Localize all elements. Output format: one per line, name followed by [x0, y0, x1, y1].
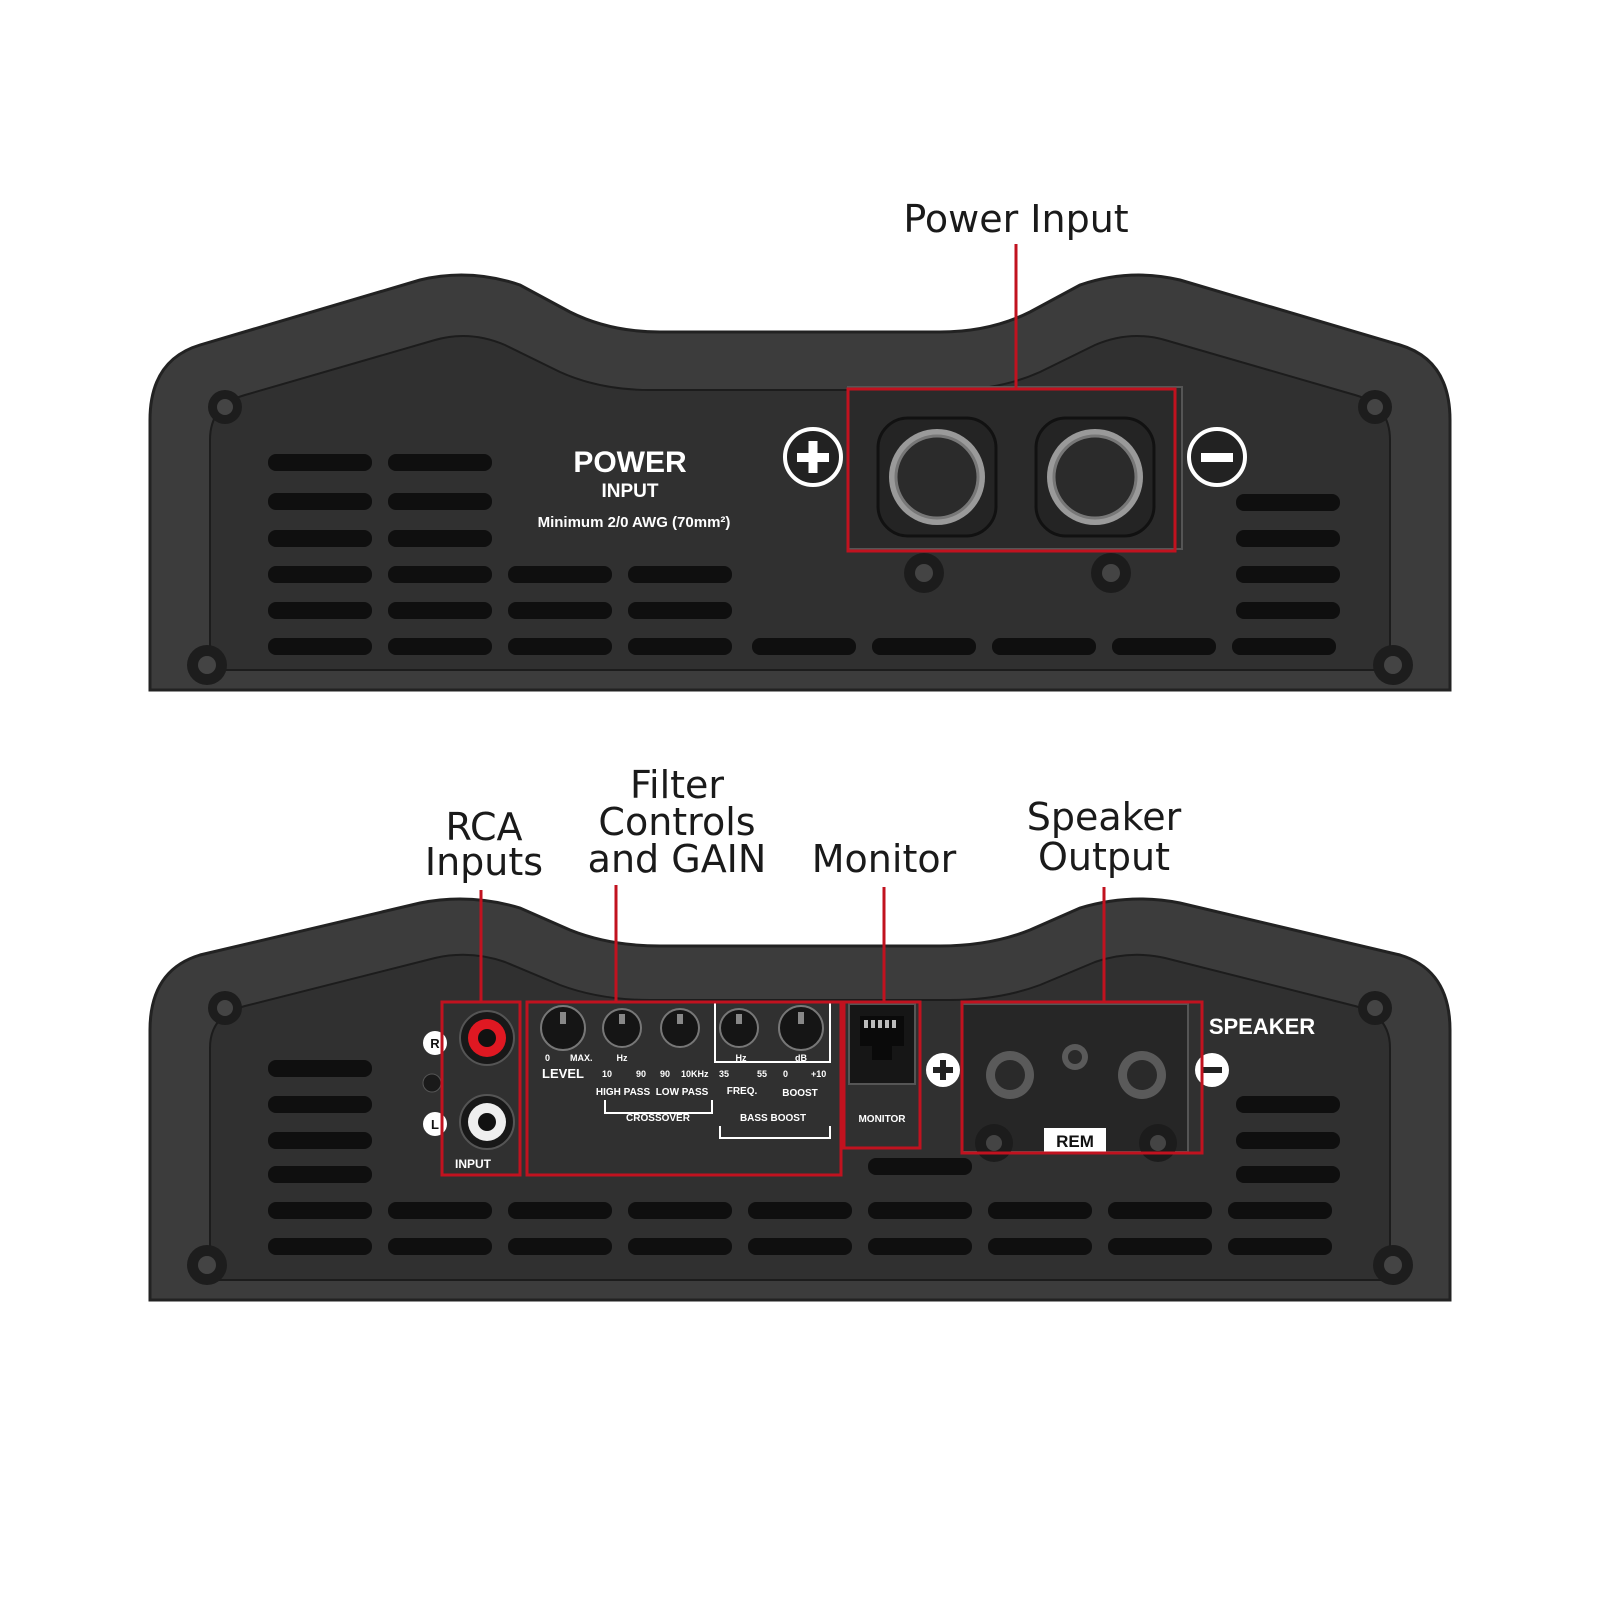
input-label: INPUT: [455, 1157, 492, 1171]
hp-hz-unit: Hz: [617, 1053, 628, 1063]
top-vents-left: [268, 454, 1336, 655]
power-input-highlight-box: [846, 387, 1177, 553]
db-unit: dB: [795, 1053, 807, 1063]
minus-icon: [1187, 427, 1247, 487]
level-max: MAX.: [570, 1053, 593, 1063]
speaker-plus-icon: [926, 1053, 960, 1087]
top-amplifier: POWER INPUT Minimum 2/0 AWG (70mm²): [148, 197, 1452, 692]
bass-boost-label: BASS BOOST: [740, 1113, 806, 1124]
bottom-vents: [268, 1060, 1340, 1255]
monitor-highlight-box: [842, 1000, 922, 1150]
boost-max: +10: [811, 1069, 826, 1079]
speaker-callout-line1: Speaker: [1027, 795, 1182, 839]
low-pass-knob[interactable]: [660, 1008, 700, 1048]
speaker-callout-line2: Output: [1038, 835, 1170, 879]
speaker-screw-right: [1139, 1124, 1177, 1162]
bottom-screw-br: [1373, 1245, 1413, 1285]
hp-min: 10: [602, 1069, 612, 1079]
rem-terminal: [1062, 1044, 1088, 1070]
bass-boost-knob[interactable]: [778, 1005, 824, 1051]
freq-label: FREQ.: [727, 1086, 758, 1097]
bottom-screw-bl: [187, 1245, 227, 1285]
speaker-minus-icon: [1195, 1053, 1229, 1087]
rca-callout-line1: RCA: [445, 805, 522, 849]
rca-input-left[interactable]: [459, 1094, 515, 1150]
top-screw-tr: [1358, 390, 1392, 424]
top-screw-tl: [208, 390, 242, 424]
top-screw-bl: [187, 645, 227, 685]
top-vents-right: [1236, 494, 1340, 619]
crossover-label: CROSSOVER: [626, 1113, 691, 1124]
lp-max: 10KHz: [681, 1069, 709, 1079]
speaker-highlight-box: [960, 1000, 1204, 1155]
led-indicator: [422, 1073, 442, 1093]
bottom-screw-tr: [1358, 991, 1392, 1025]
hp-max: 90: [636, 1069, 646, 1079]
plus-icon: [783, 427, 843, 487]
power-input-callout: Power Input: [903, 197, 1128, 241]
lp-min: 90: [660, 1069, 670, 1079]
boost-min: 0: [783, 1069, 788, 1079]
freq-max: 55: [757, 1069, 767, 1079]
speaker-terminal-negative: [1118, 1051, 1166, 1099]
level-min: 0: [545, 1053, 550, 1063]
filter-callout-line1: Filter: [630, 763, 724, 807]
top-power-label: POWER: [573, 446, 687, 479]
rca-l-label: L: [431, 1117, 439, 1132]
high-pass-knob[interactable]: [602, 1008, 642, 1048]
rca-callout-line2: Inputs: [425, 840, 543, 884]
filter-highlight-box: [525, 1000, 843, 1177]
top-wire-spec: Minimum 2/0 AWG (70mm²): [538, 514, 731, 531]
power-terminal-positive: [876, 416, 998, 538]
bass-freq-knob[interactable]: [719, 1008, 759, 1048]
monitor-callout: Monitor: [812, 837, 957, 881]
top-terminal-screw-left: [904, 553, 944, 593]
level-label: LEVEL: [542, 1066, 584, 1081]
boost-label: BOOST: [782, 1088, 818, 1099]
filter-callout-line3: and GAIN: [588, 837, 767, 881]
rem-label: REM: [1056, 1132, 1094, 1151]
freq-min: 35: [719, 1069, 729, 1079]
bottom-amplifier: R L INPUT 0 MAX. LEVEL Hz 10 90 90 10KHz…: [148, 763, 1452, 1302]
rca-input-right[interactable]: [459, 1010, 515, 1066]
filter-callout-line2: Controls: [598, 800, 755, 844]
freq-hz-unit: Hz: [736, 1053, 747, 1063]
level-knob[interactable]: [540, 1005, 586, 1051]
bottom-screw-tl: [208, 991, 242, 1025]
rem-badge: [1044, 1128, 1106, 1152]
rca-r-label: R: [430, 1036, 440, 1051]
speaker-screw-left: [975, 1124, 1013, 1162]
high-pass-label: HIGH PASS: [596, 1087, 651, 1098]
monitor-label: MONITOR: [858, 1114, 906, 1125]
top-terminal-screw-right: [1091, 553, 1131, 593]
top-input-label: INPUT: [602, 481, 659, 502]
speaker-label: SPEAKER: [1209, 1014, 1315, 1039]
monitor-port[interactable]: [848, 1003, 916, 1085]
top-screw-br: [1373, 645, 1413, 685]
low-pass-label: LOW PASS: [656, 1087, 709, 1098]
speaker-terminal-positive: [986, 1051, 1034, 1099]
power-terminal-negative: [1034, 416, 1156, 538]
